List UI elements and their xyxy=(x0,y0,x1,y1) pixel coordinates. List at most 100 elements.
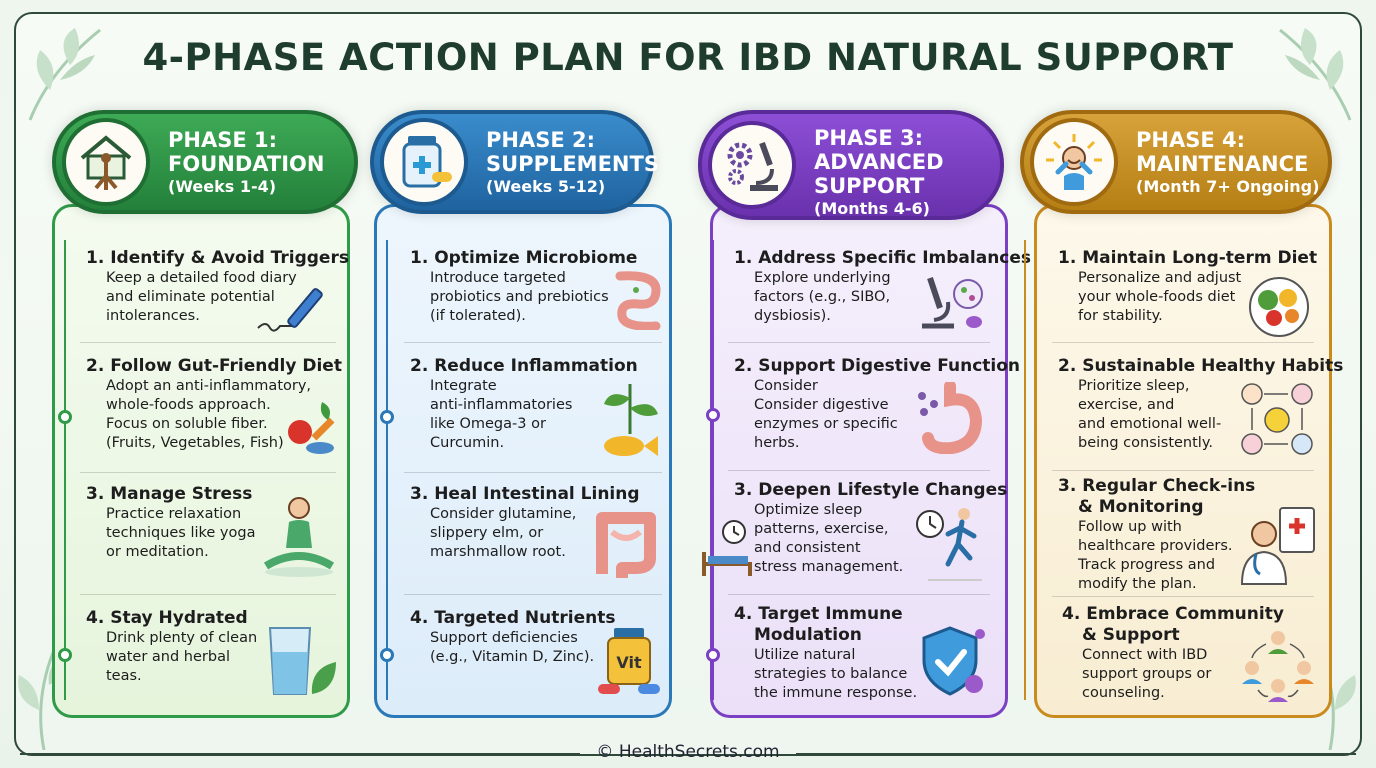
phase-title: SUPPORT xyxy=(814,174,925,198)
timeline-rail xyxy=(712,240,714,700)
phase-duration: (Month 7+ Ongoing) xyxy=(1136,177,1320,196)
leaf-fish-icon xyxy=(604,384,658,456)
item-desc: anti-inflammatories xyxy=(430,397,573,413)
list-item: 2. Sustainable Healthy Habits Prioritize… xyxy=(1058,356,1343,453)
item-desc: Connect with IBD xyxy=(1082,647,1208,663)
timeline-rail xyxy=(386,240,388,700)
phase-title: MAINTENANCE xyxy=(1136,152,1309,176)
item-desc: Optimize sleep xyxy=(754,502,863,518)
item-title: 3. Regular Check-ins xyxy=(1058,476,1256,496)
item-desc: Adopt an anti-inflammatory, xyxy=(106,378,312,394)
water-glass-icon xyxy=(268,627,336,695)
leaf-decoration-icon xyxy=(1279,28,1352,121)
page-title: 4-PHASE ACTION PLAN FOR IBD NATURAL SUPP… xyxy=(142,36,1234,79)
colon-icon xyxy=(596,512,656,578)
list-item: 1. Address Specific Imbalances Explore u… xyxy=(734,248,1031,326)
item-desc: and eliminate potential xyxy=(106,289,275,305)
stomach-icon xyxy=(918,382,983,454)
item-desc: Consider digestive xyxy=(754,397,889,413)
divider xyxy=(728,342,990,343)
phase-title: PHASE 1: xyxy=(168,128,278,152)
phase-duration: (Weeks 1-4) xyxy=(168,177,277,196)
item-desc: enzymes or specific xyxy=(754,416,898,432)
item-desc: techniques like yoga xyxy=(106,525,256,541)
gears-microscope-icon xyxy=(727,141,778,191)
item-desc: patterns, exercise, xyxy=(754,521,889,537)
item-title: 4. Embrace Community xyxy=(1062,604,1284,624)
item-desc: Consider glutamine, xyxy=(430,506,577,522)
item-desc: being consistently. xyxy=(1078,435,1213,451)
item-desc: water and herbal xyxy=(106,649,231,665)
divider xyxy=(80,342,336,343)
item-desc: Track progress and xyxy=(1078,557,1216,573)
house-roots-icon xyxy=(80,135,132,190)
item-title: 2. Reduce Inflammation xyxy=(410,356,638,376)
phase-2-header: PHASE 2: SUPPLEMENTS (Weeks 5-12) xyxy=(370,110,659,214)
timeline-dot xyxy=(706,408,720,422)
item-desc: whole-foods approach. xyxy=(106,397,271,413)
item-desc: the immune response. xyxy=(754,685,918,701)
timeline-dot xyxy=(380,648,394,662)
phase-title: PHASE 2: xyxy=(486,128,596,152)
item-desc: Focus on soluble fiber. xyxy=(106,416,268,432)
item-title: 1. Identify & Avoid Triggers xyxy=(86,248,349,268)
item-title: 3. Manage Stress xyxy=(86,484,253,504)
item-desc: (e.g., Vitamin D, Zinc). xyxy=(430,649,595,665)
item-desc: factors (e.g., SIBO, xyxy=(754,289,891,305)
intestine-icon xyxy=(615,271,661,330)
list-item: 3. Heal Intestinal Lining Consider gluta… xyxy=(410,484,640,562)
footer-divider xyxy=(796,753,1356,755)
happy-person-icon xyxy=(1046,134,1102,190)
list-item: 2. Support Digestive Function Consider C… xyxy=(734,356,1020,453)
timeline-dot xyxy=(380,410,394,424)
divider xyxy=(728,594,990,595)
item-desc: support groups or xyxy=(1082,666,1212,682)
item-title: 2. Support Digestive Function xyxy=(734,356,1021,376)
item-desc: Integrate xyxy=(430,378,497,394)
leaf-decoration-icon xyxy=(28,28,101,121)
item-desc: strategies to balance xyxy=(754,666,908,682)
list-item: 3. Manage Stress Practice relaxation tec… xyxy=(86,484,255,562)
timeline-rail xyxy=(1024,240,1026,700)
phase-icon-circle xyxy=(708,121,796,209)
list-item: 2. Reduce Inflammation Integrate anti-in… xyxy=(410,356,638,453)
phase-title: ADVANCED xyxy=(814,150,944,174)
supplement-bottle-icon xyxy=(402,136,452,188)
vitamin-label: Vit xyxy=(616,653,642,672)
item-desc: and consistent xyxy=(754,540,861,556)
timeline-dot xyxy=(58,410,72,424)
item-desc: or meditation. xyxy=(106,544,209,560)
list-item: 4. Embrace Community & Support Connect w… xyxy=(1062,604,1284,703)
meditation-icon xyxy=(263,497,335,577)
item-desc: exercise, and xyxy=(1078,397,1175,413)
phase-duration: (Months 4-6) xyxy=(814,199,930,218)
item-title: 1. Maintain Long-term Diet xyxy=(1058,248,1318,268)
item-desc: Support deficiencies xyxy=(430,630,578,646)
item-title: 4. Targeted Nutrients xyxy=(410,608,616,628)
fruits-vegetables-icon xyxy=(288,402,335,454)
footer-credit: © HealthSecrets.com xyxy=(596,742,780,762)
phase-title: PHASE 4: xyxy=(1136,128,1246,152)
item-desc: Drink plenty of clean xyxy=(106,630,258,646)
doctor-icon xyxy=(1240,507,1315,585)
item-desc: dysbiosis). xyxy=(754,308,831,324)
microscope-icon xyxy=(922,277,983,329)
item-title: 1. Optimize Microbiome xyxy=(410,248,638,268)
item-desc: Curcumin. xyxy=(430,435,505,451)
item-desc: Follow up with xyxy=(1078,519,1182,535)
item-desc: Prioritize sleep, xyxy=(1078,378,1190,394)
list-item: 3. Regular Check-ins & Monitoring Follow… xyxy=(1058,476,1255,594)
timeline-dot xyxy=(706,648,720,662)
item-title: 3. Deepen Lifestyle Changes xyxy=(734,480,1008,500)
item-desc: (if tolerated). xyxy=(430,308,526,324)
list-item: 4. Target Immune Modulation Utilize natu… xyxy=(734,604,917,703)
item-title: 1. Address Specific Imbalances xyxy=(734,248,1032,268)
divider xyxy=(404,472,662,473)
list-item: 4. Stay Hydrated Drink plenty of clean w… xyxy=(86,608,257,686)
item-desc: herbs. xyxy=(754,435,800,451)
phase-icon-circle xyxy=(62,118,150,206)
footer-divider xyxy=(20,753,580,755)
item-desc: Explore underlying xyxy=(754,270,891,286)
item-desc: slippery elm, or xyxy=(430,525,544,541)
item-desc: Consider xyxy=(754,378,818,394)
